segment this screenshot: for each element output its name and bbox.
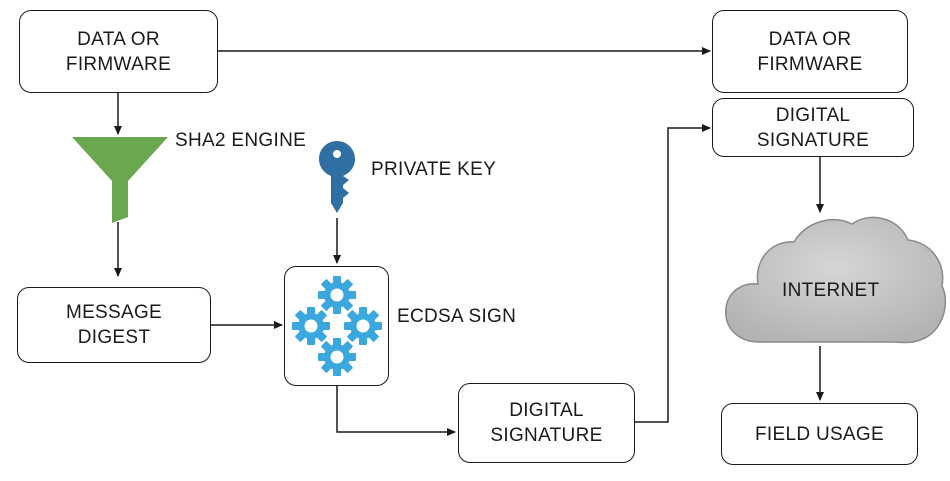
message-digest-line1: MESSAGE [65, 302, 163, 323]
dest-data-box: DATA OR FIRMWARE [712, 10, 908, 93]
dest-signature-box: DIGITAL SIGNATURE [712, 98, 914, 157]
source-data-box: DATA OR FIRMWARE [19, 10, 218, 93]
sha2-engine-label: SHA2 ENGINE [175, 130, 307, 151]
signature-output-box: DIGITAL SIGNATURE [458, 383, 635, 463]
funnel-icon [72, 137, 168, 223]
source-data-line1: DATA OR [77, 28, 160, 50]
field-usage-label: FIELD USAGE [755, 423, 884, 445]
dest-signature-line2: SIGNATURE [756, 129, 870, 151]
cloud-icon [725, 216, 946, 344]
key-icon [319, 141, 355, 213]
ecdsa-sign-box [284, 266, 389, 386]
internet-label: INTERNET [782, 280, 880, 301]
field-usage-box: FIELD USAGE [721, 403, 918, 465]
signature-output-line1: DIGITAL [509, 400, 584, 421]
arrow-ecdsa-to-signature [336, 386, 456, 436]
arrow-signature-to-dest [635, 124, 711, 423]
dest-data-line1: DATA OR [768, 28, 852, 50]
source-data-line2: FIRMWARE [65, 53, 172, 75]
private-key-label: PRIVATE KEY [371, 159, 497, 180]
message-digest-box: MESSAGE DIGEST [17, 287, 211, 363]
gears-icon [291, 276, 382, 376]
signature-output-line2: SIGNATURE [490, 425, 603, 446]
message-digest-line2: DIGEST [77, 327, 151, 348]
dest-data-line2: FIRMWARE [757, 53, 863, 75]
dest-signature-line1: DIGITAL [775, 104, 851, 126]
ecdsa-sign-label: ECDSA SIGN [397, 306, 517, 327]
